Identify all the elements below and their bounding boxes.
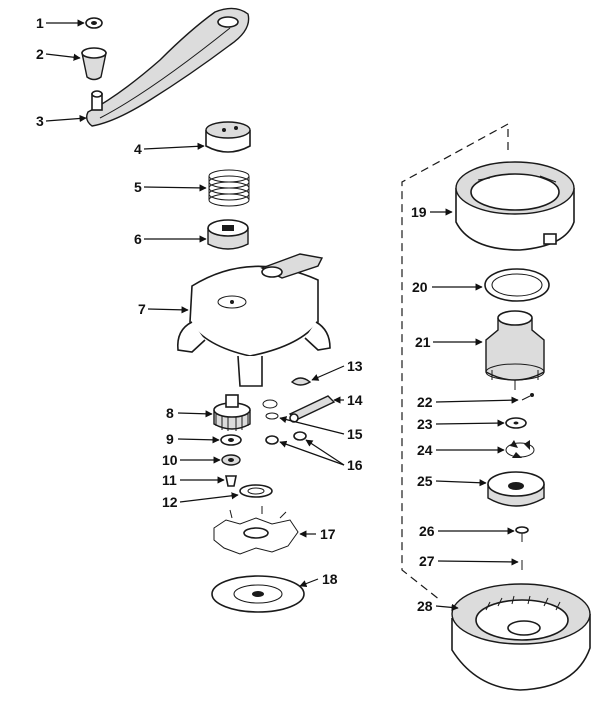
callout-4: 4 [134, 141, 205, 157]
part-7-housing [176, 253, 331, 387]
part-5-spring [208, 169, 250, 207]
callout-1: 1 [36, 15, 85, 31]
callout-25: 25 [417, 473, 487, 489]
part-21-motor [485, 310, 545, 390]
part-label-1: 1 [36, 15, 44, 31]
part-label-22: 22 [417, 394, 433, 410]
callout-15: 15 [279, 416, 363, 442]
part-label-7: 7 [138, 301, 146, 317]
part-19-top-shell [455, 161, 575, 251]
part-label-24: 24 [417, 442, 433, 458]
callout-18: 18 [299, 571, 338, 588]
part-label-16: 16 [347, 457, 363, 473]
callout-12: 12 [162, 492, 239, 510]
callout-26: 26 [419, 523, 515, 539]
assembly-dashed-line [401, 122, 509, 601]
part-label-28: 28 [417, 598, 433, 614]
part-label-2: 2 [36, 46, 44, 62]
callout-3: 3 [36, 113, 87, 129]
callout-9: 9 [166, 431, 220, 447]
part-label-3: 3 [36, 113, 44, 129]
callout-2: 2 [36, 46, 81, 62]
part-label-18: 18 [322, 571, 338, 587]
callout-11: 11 [162, 472, 225, 488]
callout-8: 8 [166, 405, 213, 421]
part-label-13: 13 [347, 358, 363, 374]
part-6-plug [207, 219, 249, 250]
part-4-cap [205, 121, 251, 153]
part-13-clip [290, 377, 312, 386]
part-3-crank-handle [85, 7, 250, 127]
callout-16: 16 [279, 439, 363, 473]
part-label-14: 14 [347, 392, 363, 408]
part-label-12: 12 [162, 494, 178, 510]
part-label-8: 8 [166, 405, 174, 421]
callout-22: 22 [417, 394, 519, 410]
part-label-6: 6 [134, 231, 142, 247]
part-label-25: 25 [417, 473, 433, 489]
callout-13: 13 [311, 358, 363, 381]
part-16-washers [265, 431, 307, 445]
part-label-26: 26 [419, 523, 435, 539]
part-label-21: 21 [415, 334, 431, 350]
part-1-washer [85, 17, 103, 29]
callout-20: 20 [412, 279, 483, 295]
part-9-washer [220, 434, 242, 446]
callout-23: 23 [417, 416, 505, 432]
part-15-spring-clip [262, 399, 279, 420]
part-12-ring [239, 484, 273, 498]
part-label-27: 27 [419, 553, 435, 569]
part-17-blade [213, 506, 299, 555]
callout-5: 5 [134, 179, 207, 195]
part-23-washer [505, 417, 527, 429]
part-28-base [451, 583, 591, 691]
callout-14: 14 [333, 392, 363, 408]
part-label-4: 4 [134, 141, 142, 157]
part-18-magnet-base [211, 575, 305, 613]
callout-6: 6 [134, 231, 207, 247]
part-11-screw [225, 475, 237, 487]
part-10-nut [221, 454, 241, 466]
part-label-9: 9 [166, 431, 174, 447]
part-label-23: 23 [417, 416, 433, 432]
callout-19: 19 [411, 204, 453, 220]
part-20-gasket [484, 268, 550, 302]
part-8-gear [213, 394, 251, 431]
part-2-bushing [81, 47, 107, 81]
part-label-15: 15 [347, 426, 363, 442]
callout-17: 17 [299, 526, 336, 542]
part-label-11: 11 [162, 472, 177, 488]
part-label-5: 5 [134, 179, 142, 195]
part-25-drive-hub [487, 471, 545, 507]
callout-7: 7 [138, 301, 189, 317]
part-14-lever [288, 395, 336, 423]
part-26-screw [515, 526, 529, 542]
part-24-impeller [505, 440, 535, 458]
part-label-17: 17 [320, 526, 336, 542]
callout-27: 27 [419, 553, 519, 569]
callout-24: 24 [417, 442, 505, 458]
part-label-10: 10 [162, 452, 178, 468]
part-label-20: 20 [412, 279, 428, 295]
callout-10: 10 [162, 452, 221, 468]
callout-28: 28 [417, 598, 459, 614]
part-label-19: 19 [411, 204, 427, 220]
part-22-pin [521, 393, 534, 401]
callout-21: 21 [415, 334, 483, 350]
